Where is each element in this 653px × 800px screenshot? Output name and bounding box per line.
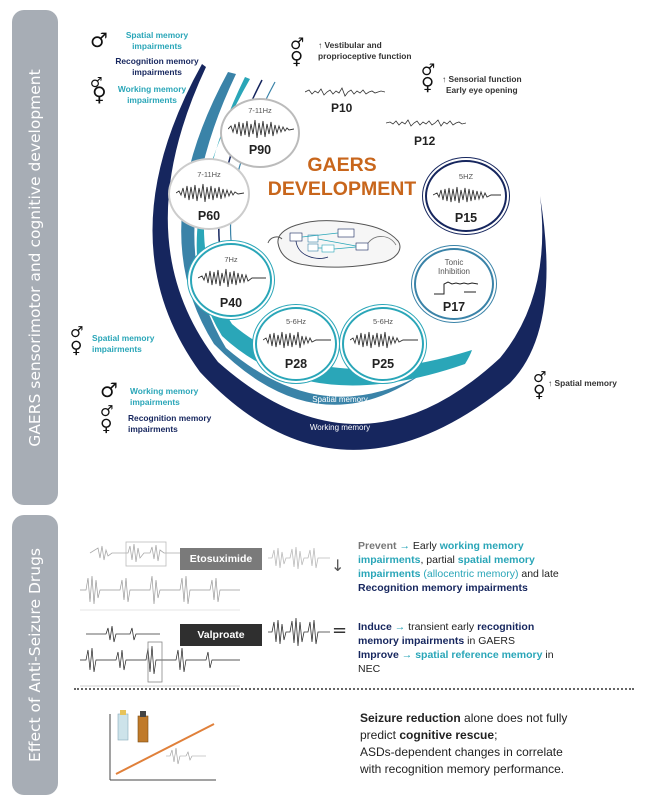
eeg-trace-p10	[305, 87, 385, 97]
male-symbol-icon: ♂	[90, 75, 103, 91]
male-symbol-icon: ♂	[533, 368, 547, 386]
female-symbol-icon: ♀	[100, 416, 113, 436]
eeg-trace-p12	[386, 119, 466, 127]
label-recognition-memory-impairments: Recognition memory impairments	[115, 56, 199, 77]
equals-sign: =	[332, 620, 348, 641]
valproate-trace-zoom	[268, 617, 330, 647]
sidebar-drugs-title: Effect of Anti-Seizure Drugs	[26, 548, 44, 762]
sidebar-drugs: Effect of Anti-Seizure Drugs	[12, 515, 58, 795]
label-spatial-memory-impairments: Spatial memory impairments	[125, 30, 189, 51]
female-symbol-icon: ♀	[92, 82, 107, 106]
valproate-effect-text: Induce → transient early recognition mem…	[358, 621, 554, 675]
male-symbol-icon: ♂	[100, 402, 114, 420]
arc-label-working: Working memory	[310, 423, 370, 432]
eeg-trace	[433, 186, 501, 204]
label-sensorial: ↑ Sensorial function Early eye opening	[442, 74, 522, 95]
etosuximide-effect-text: Prevent → Early working memory impairmen…	[358, 540, 559, 594]
eeg-trace	[263, 331, 331, 349]
label-working-memory-impairments: Working memory impairments	[117, 84, 187, 105]
conclusion-text: Seizure reduction alone does not fully p…	[360, 711, 568, 776]
etosuximide-eeg-traces	[80, 541, 240, 611]
eeg-trace	[350, 331, 418, 349]
etosuximide-trace-zoom	[268, 546, 330, 570]
eeg-trace	[198, 268, 266, 288]
day-label-p10: P10	[331, 101, 353, 115]
male-symbol-icon: ♂	[100, 378, 118, 402]
day-label-p12: P12	[414, 134, 436, 148]
gaers-development-title: GAERS DEVELOPMENT	[267, 154, 417, 200]
female-symbol-icon: ♀	[533, 382, 546, 402]
tonic-inhibition-trace	[434, 281, 478, 295]
etosuximide-badge: Etosuximide	[180, 548, 262, 570]
male-symbol-icon: ♂	[421, 60, 436, 79]
female-symbol-icon: ♀	[70, 338, 83, 358]
valproate-badge: Valproate	[180, 624, 262, 646]
circle-p17: Tonic Inhibition P17	[414, 248, 494, 320]
male-symbol-icon: ♂	[290, 34, 305, 53]
eeg-trace	[176, 183, 244, 203]
male-symbol-icon: ♂	[70, 323, 84, 341]
section-divider	[74, 688, 634, 690]
circle-p60: 7-11Hz P60	[168, 158, 250, 230]
female-symbol-icon: ♀	[421, 74, 435, 95]
circle-p90: 7-11Hz P90	[220, 98, 300, 168]
circle-p40: 7Hz P40	[190, 243, 272, 317]
label-spatial-memory-increase: ↑ Spatial memory	[548, 378, 617, 388]
arc-label-recognition: Recognition memory	[303, 450, 376, 459]
correlation-illustration	[109, 710, 216, 781]
circle-p15: 5HZ P15	[425, 160, 507, 232]
circle-p28: 5-6Hz P28	[255, 307, 337, 381]
male-symbol-icon: ♂	[90, 28, 108, 52]
valproate-eeg-traces	[80, 625, 240, 687]
label-working-memory-impairments-2: Working memory impairments	[130, 386, 199, 407]
down-arrow-icon: ↓	[331, 556, 345, 575]
label-spatial-memory-impairments-2: Spatial memory impairments	[92, 333, 155, 354]
label-vestibular: ↑ Vestibular and proprioceptive function	[318, 40, 412, 61]
brain-illustration	[267, 220, 401, 268]
circle-p25: 5-6Hz P25	[342, 307, 424, 381]
sidebar-development: GAERS sensorimotor and cognitive develop…	[12, 10, 58, 505]
female-symbol-icon: ♀	[290, 48, 304, 69]
arc-label-spatial: Spatial memory	[312, 395, 368, 404]
eeg-trace	[228, 119, 294, 139]
label-recognition-memory-impairments-2: Recognition memory impairments	[128, 413, 212, 434]
